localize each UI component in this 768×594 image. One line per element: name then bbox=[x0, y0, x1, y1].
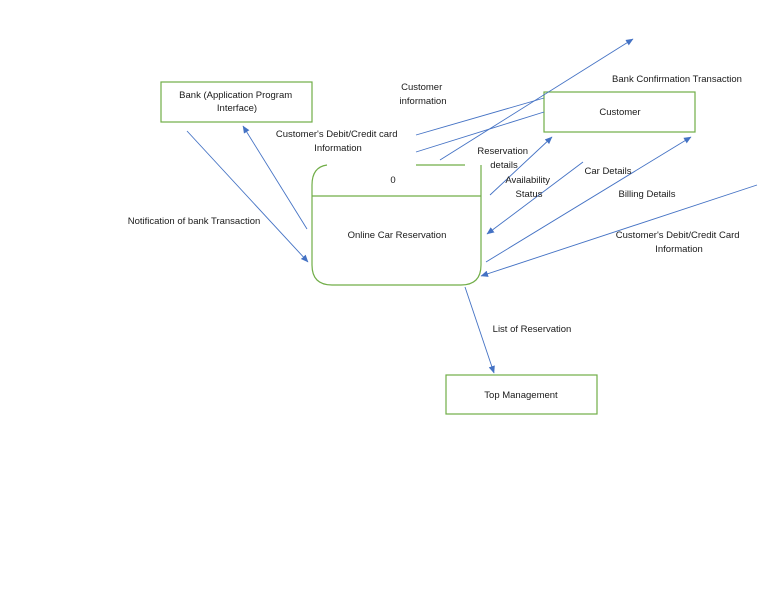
bank-entity: Bank (Application Program Interface) bbox=[160, 81, 313, 123]
top-management-entity-label: Top Management bbox=[484, 390, 558, 401]
top-management-entity: Top Management bbox=[445, 374, 598, 415]
flow-line-customer-info bbox=[415, 97, 545, 136]
flow-labels: Customer information Bank Confirmation T… bbox=[128, 74, 742, 335]
flow-arrow-list-of-reservation bbox=[464, 286, 495, 374]
process-name: Online Car Reservation bbox=[348, 230, 447, 241]
customer-entity-box bbox=[543, 91, 696, 133]
flow-arrow-bank-confirmation bbox=[439, 38, 634, 161]
flow-arrow-car-billing-details bbox=[485, 136, 692, 263]
flow-label-billing-details: Billing Details bbox=[618, 189, 675, 200]
customer-entity-label: Customer bbox=[599, 107, 640, 118]
flow-label-availability-status-line-2: Status bbox=[516, 189, 543, 200]
flow-label-customer-information-line-1: Customer bbox=[401, 82, 442, 93]
flow-label-customer-information-line-2: information bbox=[400, 96, 447, 107]
flow-label-debit-credit-from-customer-line-1: Customer's Debit/Credit Card bbox=[616, 230, 740, 241]
flow-label-list-of-reservation: List of Reservation bbox=[493, 324, 572, 335]
flow-label-reservation-details-line-2: details bbox=[490, 160, 518, 171]
flow-label-reservation-details: Reservation details bbox=[477, 146, 530, 171]
flow-arrow-availability-status bbox=[486, 161, 584, 235]
flow-label-availability-status-line-1: Availability bbox=[505, 175, 550, 186]
process-id: 0 bbox=[390, 175, 395, 186]
flow-label-bank-confirmation: Bank Confirmation Transaction bbox=[612, 74, 742, 85]
bank-entity-label-line-1: Bank (Application Program bbox=[179, 90, 292, 101]
top-management-entity-box bbox=[445, 374, 598, 415]
flow-label-debit-credit-to-bank: Customer's Debit/Credit card Information bbox=[276, 129, 400, 154]
flow-label-debit-credit-from-customer-line-2: Information bbox=[655, 244, 703, 255]
flow-label-customer-information: Customer information bbox=[400, 82, 447, 107]
customer-entity: Customer bbox=[543, 91, 696, 133]
flow-label-reservation-details-line-1: Reservation bbox=[477, 146, 528, 157]
flow-arrow-to-bank-api bbox=[242, 125, 308, 230]
flow-line-debit-credit bbox=[415, 111, 545, 153]
flow-label-car-details: Car Details bbox=[585, 166, 632, 177]
flow-label-availability-status: Availability Status bbox=[505, 175, 552, 200]
bank-entity-box bbox=[160, 81, 313, 123]
flow-label-bank-notification: Notification of bank Transaction bbox=[128, 216, 261, 227]
flow-label-debit-credit-from-customer: Customer's Debit/Credit Card Information bbox=[616, 230, 742, 255]
process-online-car-reservation: 0 Online Car Reservation bbox=[311, 164, 482, 286]
bank-entity-label-line-2: Interface) bbox=[217, 103, 257, 114]
flow-arrows bbox=[186, 38, 758, 374]
bank-entity-label: Bank (Application Program Interface) bbox=[179, 90, 295, 114]
flow-label-debit-credit-to-bank-line-2: Information bbox=[314, 143, 362, 154]
flow-arrow-debit-credit-from-customer bbox=[480, 184, 758, 277]
process-shape bbox=[311, 164, 482, 286]
flow-arrow-reservation-details bbox=[489, 136, 553, 196]
flow-arrow-bank-notification bbox=[186, 130, 309, 263]
flow-label-debit-credit-to-bank-line-1: Customer's Debit/Credit card bbox=[276, 129, 398, 140]
